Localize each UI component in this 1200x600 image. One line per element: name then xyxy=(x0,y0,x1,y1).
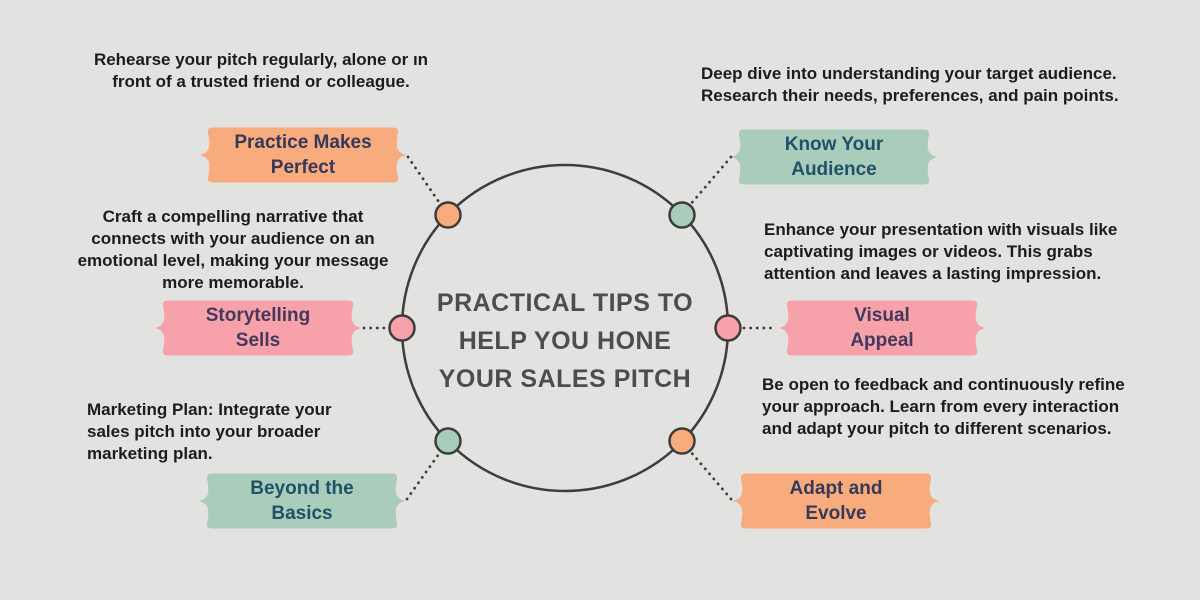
node-dot-know xyxy=(668,201,696,229)
connector-beyond xyxy=(405,449,443,501)
node-description-know: Deep dive into understanding your target… xyxy=(701,64,1119,105)
node-description-visual: Enhance your presentation with visuals l… xyxy=(764,220,1118,283)
node-description-practice: Rehearse your pitch regularly, alone or … xyxy=(93,50,429,91)
connector-know xyxy=(688,155,733,207)
connector-adapt xyxy=(688,449,733,501)
node-label-beyond: Beyond the Basics xyxy=(199,472,405,530)
node-dot-story xyxy=(388,314,416,342)
node-description-beyond: Marketing Plan: Integrate your sales pit… xyxy=(87,400,332,463)
node-label-visual: Visual Appeal xyxy=(779,299,985,357)
node-label-story: Storytelling Sells xyxy=(155,299,361,357)
node-dot-visual xyxy=(714,314,742,342)
node-description-story: Craft a compelling narrative that connec… xyxy=(77,207,389,292)
node-label-practice: Practice Makes Perfect xyxy=(200,126,406,184)
node-dot-practice xyxy=(434,201,462,229)
node-label-adapt: Adapt and Evolve xyxy=(733,472,939,530)
center-title: PRACTICAL TIPS TO HELP YOU HONE YOUR SAL… xyxy=(436,289,694,393)
node-label-know: Know Your Audience xyxy=(731,128,937,186)
node-dot-adapt xyxy=(668,427,696,455)
connector-practice xyxy=(406,155,443,207)
node-description-adapt: Be open to feedback and continuously ref… xyxy=(762,375,1125,438)
node-dot-beyond xyxy=(434,427,462,455)
